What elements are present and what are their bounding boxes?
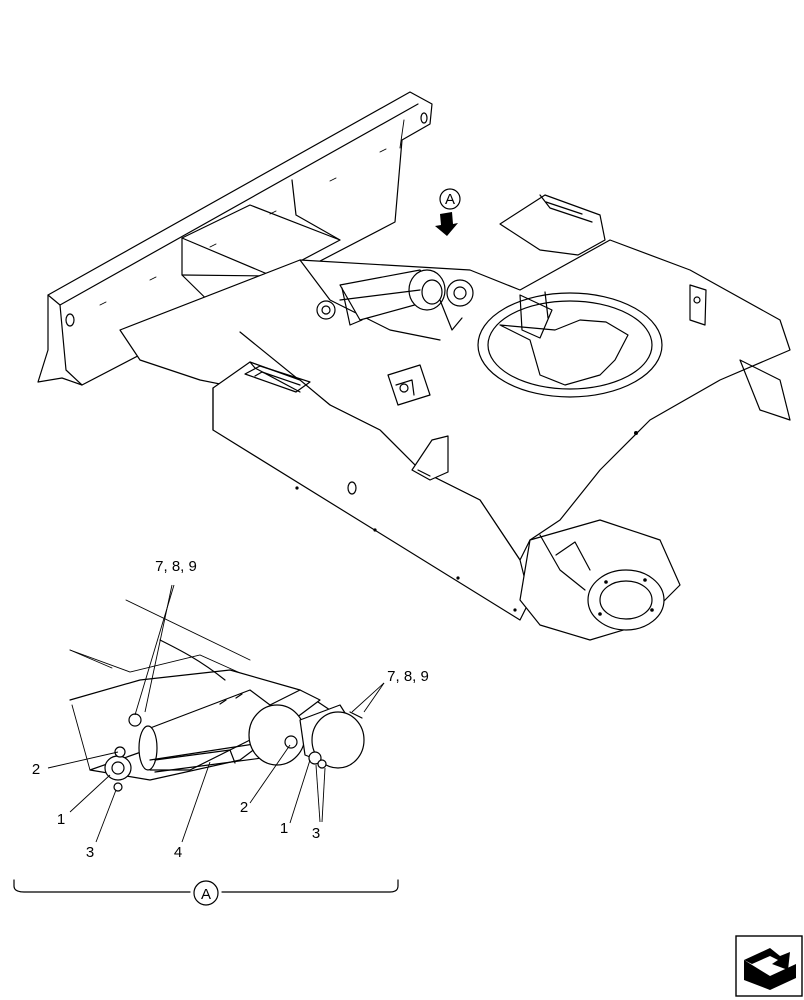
ref-4: 4	[174, 844, 182, 861]
detail-brace	[13, 879, 399, 893]
ref-2-left: 2	[32, 761, 40, 778]
ref-789-right: 7, 8, 9	[387, 668, 429, 685]
ref-3-right: 3	[312, 825, 320, 842]
ref-1-right: 1	[280, 820, 288, 837]
next-page-arrow-icon[interactable]	[735, 935, 803, 997]
view-arrow-a-label: A	[445, 191, 455, 208]
detail-a-label: A	[201, 886, 211, 903]
frame-assembly: A	[37, 91, 791, 641]
view-arrow-a: A	[435, 188, 461, 236]
starter-motor-installed	[316, 269, 474, 331]
front-swing-boss	[519, 519, 681, 641]
ref-2-right: 2	[240, 799, 248, 816]
detail-view-a: 7, 8, 9 7, 8, 9 2 1 3 4 2 1 3 A	[13, 558, 429, 906]
ref-3-left: 3	[86, 844, 94, 861]
ref-1-left: 1	[57, 811, 65, 828]
ref-789-left: 7, 8, 9	[155, 558, 197, 575]
